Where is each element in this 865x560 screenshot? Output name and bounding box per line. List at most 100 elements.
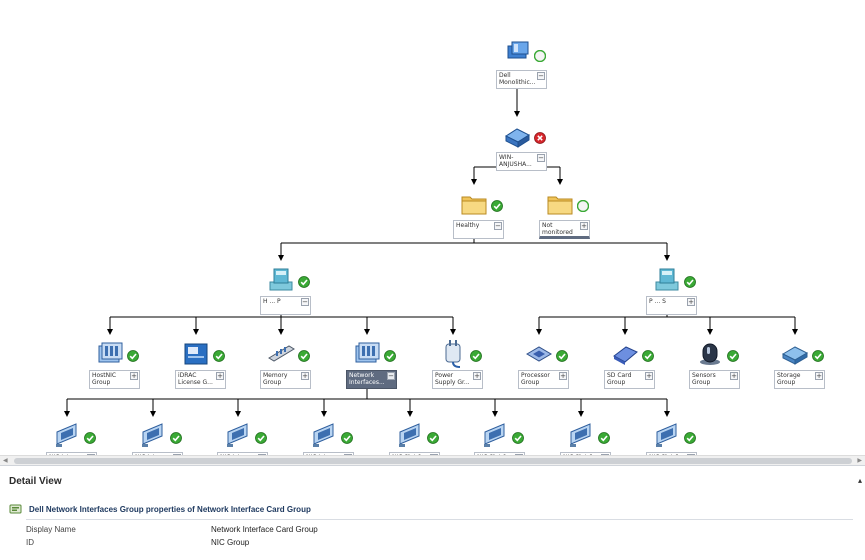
collapse-caret-icon[interactable]: ▴ <box>857 476 862 485</box>
node-network[interactable]: Network Interfaces...− <box>344 336 414 416</box>
healthy-status-icon <box>84 432 96 444</box>
node-label[interactable]: P ... S+ <box>646 296 697 315</box>
node-healthy[interactable]: Healthy − <box>451 186 521 266</box>
node-label-text: Network Interfaces... <box>349 372 385 386</box>
node-idrac[interactable]: iDRAC License G...+ <box>173 336 243 416</box>
healthy-status-icon <box>255 432 267 444</box>
node-label[interactable]: iDRAC License G...+ <box>175 370 226 389</box>
node-nic1[interactable]: NIC Integra + <box>44 418 114 455</box>
expand-icon[interactable]: + <box>815 372 823 380</box>
node-nic6[interactable]: NIC Slot 9-+ <box>472 418 542 455</box>
expand-icon[interactable]: + <box>87 454 95 455</box>
node-label[interactable]: NIC Integra + <box>217 452 268 455</box>
node-label[interactable]: NIC Slot 9-+ <box>389 452 440 455</box>
node-hp[interactable]: H ... P− <box>258 262 328 342</box>
horizontal-scrollbar[interactable]: ◀ ▶ <box>0 455 865 465</box>
healthy-status-icon <box>684 276 696 288</box>
expand-icon[interactable]: + <box>687 298 695 306</box>
sensor-icon <box>695 338 725 368</box>
expand-icon[interactable]: + <box>515 454 523 455</box>
node-label[interactable]: Network Interfaces...− <box>346 370 397 389</box>
healthy-status-icon <box>642 350 654 362</box>
node-nic5[interactable]: NIC Slot 9-+ <box>387 418 457 455</box>
expand-icon[interactable]: + <box>344 454 352 455</box>
nic-icon <box>395 420 425 450</box>
node-label[interactable]: NIC Integra+ <box>132 452 183 455</box>
node-label[interactable]: Processor Group + <box>518 370 569 389</box>
expand-icon[interactable]: + <box>430 454 438 455</box>
node-nic2[interactable]: NIC Integra+ <box>130 418 200 455</box>
expand-icon[interactable]: + <box>173 454 181 455</box>
expand-icon[interactable]: + <box>258 454 266 455</box>
expand-icon[interactable]: + <box>687 454 695 455</box>
node-ps[interactable]: P ... S+ <box>644 262 714 342</box>
diagram-view[interactable]: Dell Monolithic...−WIN-ANJUSHA...−Health… <box>0 0 865 455</box>
node-label[interactable]: Healthy − <box>453 220 504 239</box>
node-nic8[interactable]: NIC Slot 6-+ <box>644 418 714 455</box>
expand-icon[interactable]: + <box>645 372 653 380</box>
expand-icon[interactable]: + <box>473 372 481 380</box>
node-label-text: Processor Group <box>521 372 550 386</box>
node-label[interactable]: NIC Slot 9-+ <box>474 452 525 455</box>
node-label[interactable]: Dell Monolithic...− <box>496 70 547 89</box>
property-value: Network Interface Card Group <box>211 525 318 534</box>
expand-icon[interactable]: + <box>216 372 224 380</box>
expand-icon[interactable]: + <box>559 372 567 380</box>
node-label[interactable]: Power Supply Gr...+ <box>432 370 483 389</box>
node-notmon[interactable]: Not monitored+ <box>537 186 607 266</box>
expand-icon[interactable]: + <box>601 454 609 455</box>
collapse-icon[interactable]: − <box>387 372 395 380</box>
node-label[interactable]: HostNIC Group+ <box>89 370 140 389</box>
node-label[interactable]: Sensors Group+ <box>689 370 740 389</box>
node-win[interactable]: WIN-ANJUSHA...− <box>494 118 564 198</box>
property-key: ID <box>26 538 34 547</box>
node-power[interactable]: Power Supply Gr...+ <box>430 336 500 416</box>
node-memory[interactable]: Memory Group+ <box>258 336 328 416</box>
node-label-text: Dell Monolithic... <box>499 72 536 86</box>
node-label[interactable]: SD Card Group+ <box>604 370 655 389</box>
node-label[interactable]: Not monitored+ <box>539 220 590 239</box>
healthy-status-icon <box>341 432 353 444</box>
connector-lines <box>64 89 798 417</box>
node-root[interactable]: Dell Monolithic...− <box>494 36 564 116</box>
healthy-status-icon <box>491 200 503 212</box>
node-label[interactable]: NIC Slot 6-+ <box>646 452 697 455</box>
node-label-text: Healthy <box>456 222 480 229</box>
server-group-icon <box>652 264 682 294</box>
expand-icon[interactable]: + <box>730 372 738 380</box>
collapse-icon[interactable]: − <box>537 72 545 80</box>
collapse-icon[interactable]: − <box>537 154 545 162</box>
collapse-icon[interactable]: − <box>494 222 502 230</box>
scroll-right-icon[interactable]: ▶ <box>857 458 862 464</box>
node-nic7[interactable]: NIC Slot 6-+ <box>558 418 628 455</box>
node-sdcard[interactable]: SD Card Group+ <box>602 336 672 416</box>
node-label[interactable]: NIC Integra+ <box>303 452 354 455</box>
processor-icon <box>524 338 554 368</box>
node-label-text: iDRAC License G... <box>178 372 213 386</box>
collapse-icon[interactable]: − <box>301 298 309 306</box>
sd-card-icon <box>610 338 640 368</box>
node-processor[interactable]: Processor Group + <box>516 336 586 416</box>
healthy-status-icon <box>470 350 482 362</box>
expand-icon[interactable]: + <box>130 372 138 380</box>
node-sensors[interactable]: Sensors Group+ <box>687 336 757 416</box>
scrollbar-thumb[interactable] <box>14 458 852 464</box>
node-nic4[interactable]: NIC Integra+ <box>301 418 371 455</box>
node-hostnic[interactable]: HostNIC Group+ <box>87 336 157 416</box>
node-label[interactable]: NIC Integra + <box>46 452 97 455</box>
scroll-left-icon[interactable]: ◀ <box>3 458 8 464</box>
detail-section-header[interactable]: Dell Network Interfaces Group properties… <box>9 503 311 515</box>
expand-icon[interactable]: + <box>580 222 588 230</box>
healthy-status-icon <box>556 350 568 362</box>
node-storage[interactable]: Storage Group+ <box>772 336 842 416</box>
node-label[interactable]: NIC Slot 6-+ <box>560 452 611 455</box>
node-label[interactable]: Memory Group+ <box>260 370 311 389</box>
nic-icon <box>566 420 596 450</box>
node-label[interactable]: WIN-ANJUSHA...− <box>496 152 547 171</box>
expand-icon[interactable]: + <box>301 372 309 380</box>
node-nic3[interactable]: NIC Integra + <box>215 418 285 455</box>
node-label-text: NIC Integra <box>49 454 83 455</box>
node-label-text: NIC Integra <box>220 454 254 455</box>
node-label[interactable]: Storage Group+ <box>774 370 825 389</box>
node-label[interactable]: H ... P− <box>260 296 311 315</box>
